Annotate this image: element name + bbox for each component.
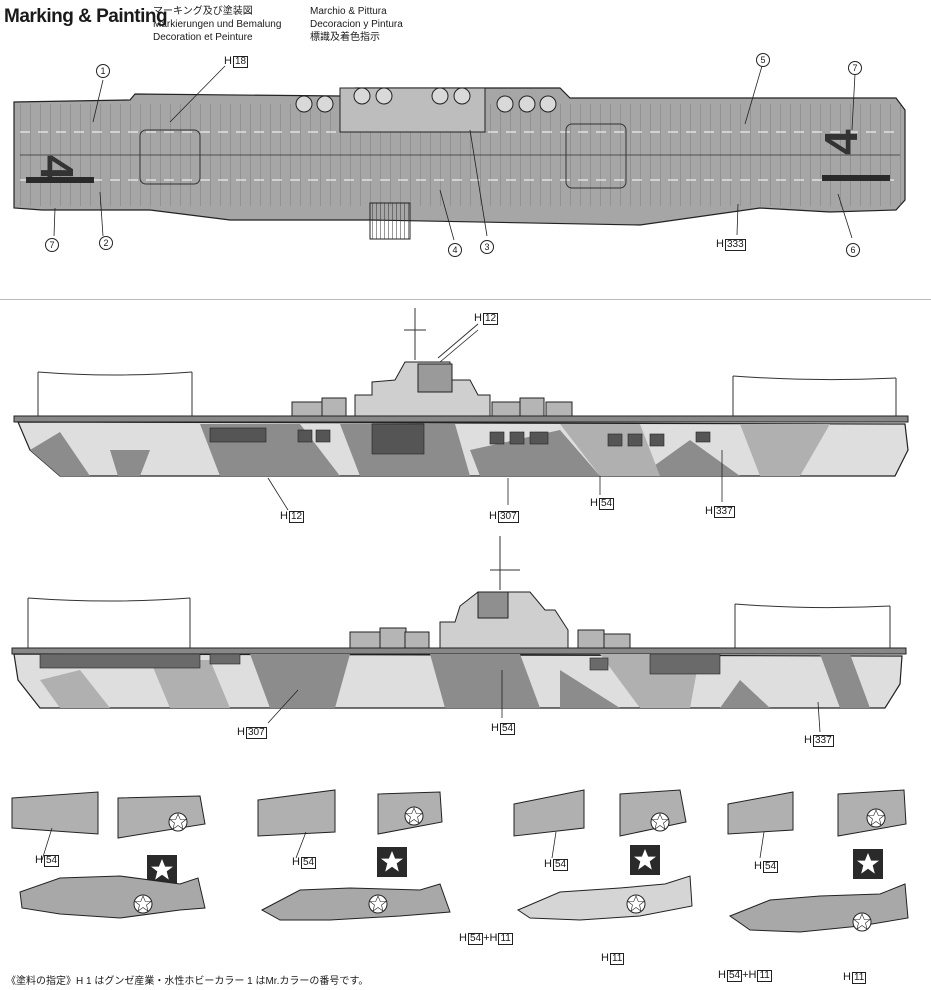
callout-1: 1 (96, 64, 110, 78)
header-fr: Decoration et Peinture (153, 32, 253, 43)
page-title: Marking & Painting (4, 6, 168, 27)
aircraft-markings (11, 789, 909, 933)
header-de: Markierungen und Bemalung (153, 19, 282, 30)
hull-number-aft: 4 (31, 155, 83, 181)
port-profile (11, 536, 907, 733)
aircraft-3 (513, 789, 693, 921)
aircraft-4 (727, 789, 909, 933)
callout-4: 4 (448, 243, 462, 257)
callout-6: 6 (846, 243, 860, 257)
callout-2: 2 (99, 236, 113, 250)
header-zh: 標識及着色指示 (310, 32, 380, 43)
header-col-1: マーキング及び塗装図 Markierungen und Bemalung Dec… (153, 5, 281, 44)
paint-note: 《塗料の指定》H 1 はグンゼ産業・水性ホビーカラー 1 はMr.カラーの番号で… (6, 976, 369, 987)
header-it: Marchio & Pittura (310, 6, 387, 17)
callout-7-aft: 7 (45, 238, 59, 252)
callout-3: 3 (480, 240, 494, 254)
header-es: Decoracion y Pintura (310, 19, 403, 30)
header-ja: マーキング及び塗装図 (153, 6, 253, 17)
starboard-profile (13, 308, 909, 511)
callout-7-fwd: 7 (848, 61, 862, 75)
flight-deck-plan: 4 4 (13, 65, 906, 241)
divider (0, 299, 931, 300)
header-col-2: Marchio & Pittura Decoracion y Pintura 標… (310, 5, 403, 44)
aircraft-2 (257, 789, 451, 921)
hull-number-fwd: 4 (815, 129, 867, 155)
aircraft-1 (11, 791, 206, 919)
callout-5: 5 (756, 53, 770, 67)
